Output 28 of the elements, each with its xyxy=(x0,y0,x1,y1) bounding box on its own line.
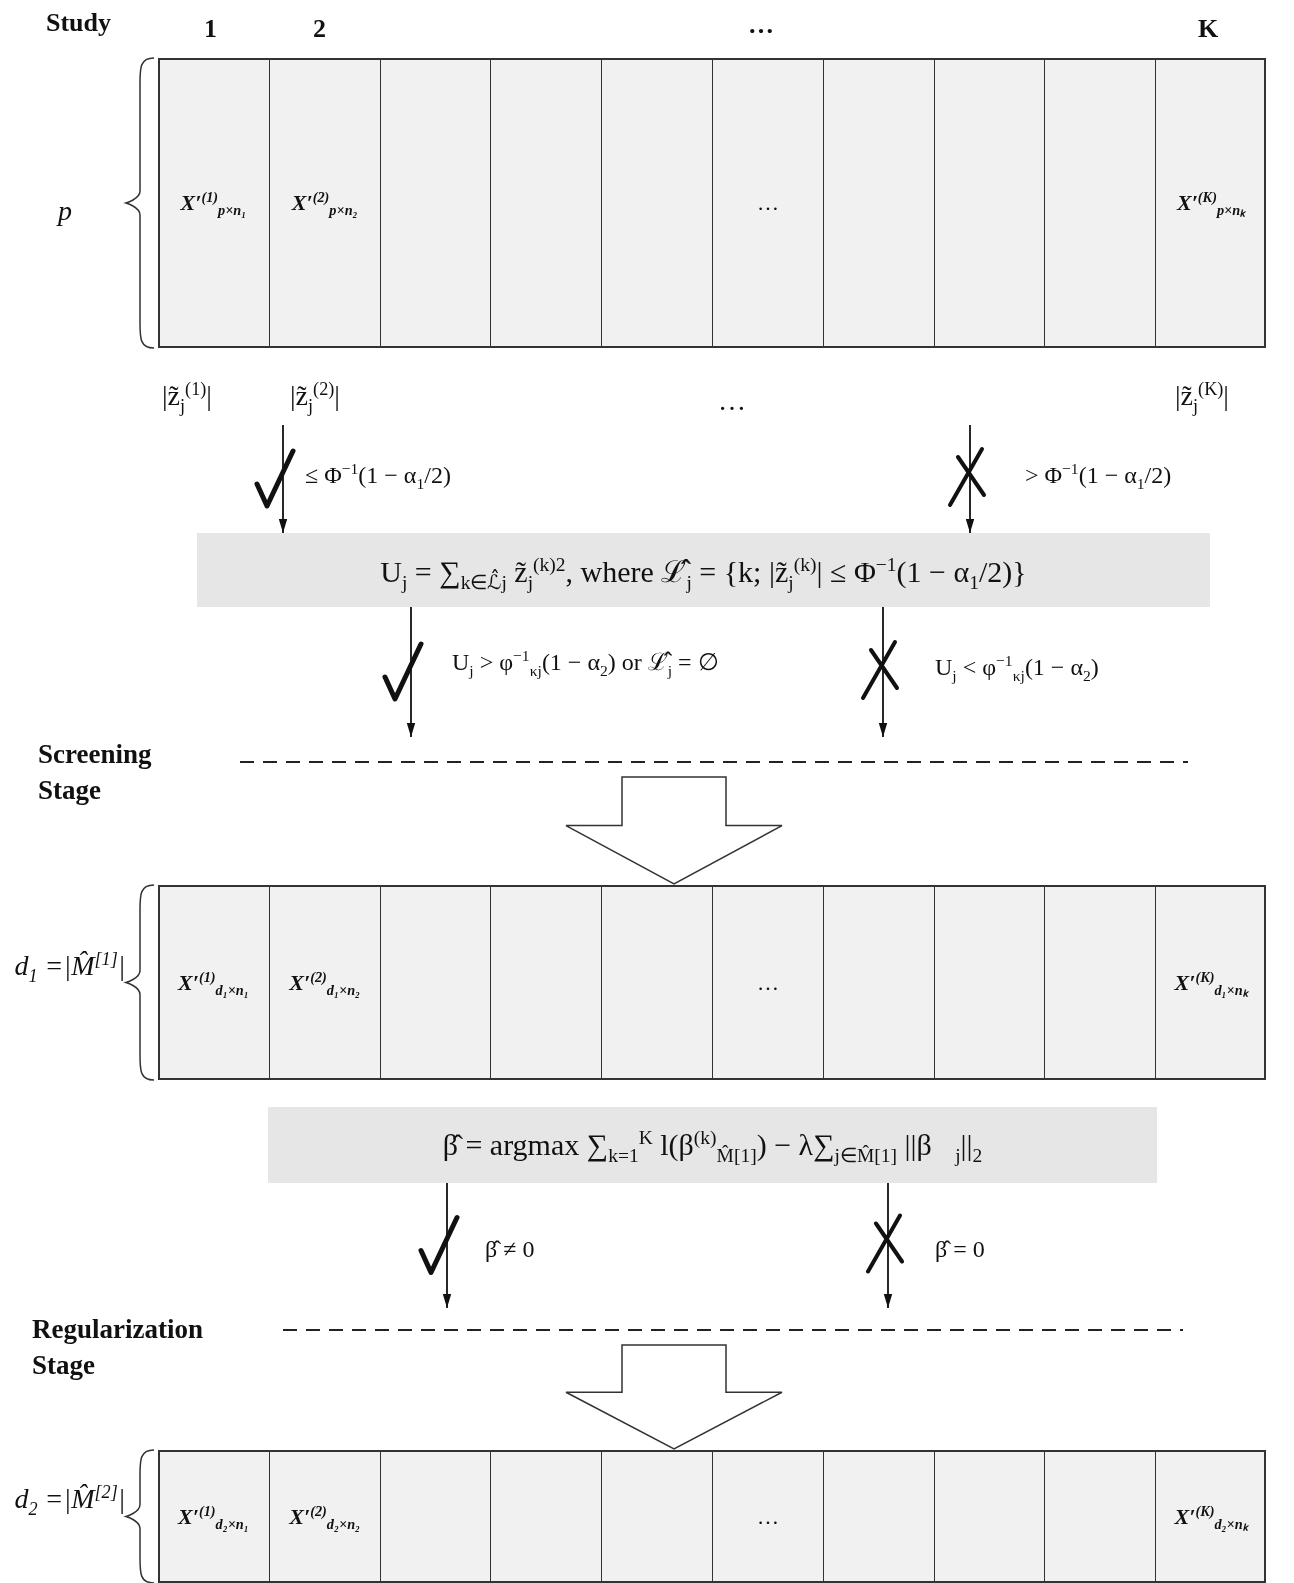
stage-label: Screening Stage xyxy=(38,738,153,808)
column-header: K xyxy=(1198,14,1219,44)
column-header: 2 xyxy=(313,14,326,44)
statistic-label: … xyxy=(718,385,746,417)
arrow xyxy=(278,424,288,534)
formula: U$_{j}$ = ∑$_{k∈ℒ̂j}$ z̃$_{j}$$^{(k)2}$, where ℒ̂$_{j}$ = {k; |z̃$_{j}$$^{(k)}$| ≤ Φ$^{−1}$(1 − α$_{1}$/2)} xyxy=(380,552,1027,591)
column-header: … xyxy=(748,10,774,40)
data-matrix xyxy=(158,58,1266,348)
column-header: Study xyxy=(46,8,112,38)
stage-label: Regularization Stage xyxy=(32,1313,204,1383)
matrix-label: … xyxy=(756,1503,779,1530)
matrix-label: … xyxy=(756,969,779,996)
formula-box xyxy=(268,1107,1157,1183)
block-arrow xyxy=(565,776,783,885)
dimension-label: p xyxy=(55,195,73,228)
arrow xyxy=(965,424,975,534)
arrow xyxy=(442,1182,452,1309)
block-arrow xyxy=(565,1344,783,1450)
arrow xyxy=(878,606,888,738)
formula-box xyxy=(197,533,1210,607)
arrow xyxy=(406,606,416,738)
dimension-label: d$_{2}$ =|M̂$^{[2]}$| xyxy=(13,1483,127,1516)
data-matrix xyxy=(158,1450,1266,1583)
arrow xyxy=(883,1182,893,1309)
column-header: 1 xyxy=(204,14,217,44)
dimension-label: d$_{1}$ =|M̂$^{[1]}$| xyxy=(13,950,127,983)
data-matrix xyxy=(158,885,1266,1080)
matrix-label: … xyxy=(756,190,779,216)
